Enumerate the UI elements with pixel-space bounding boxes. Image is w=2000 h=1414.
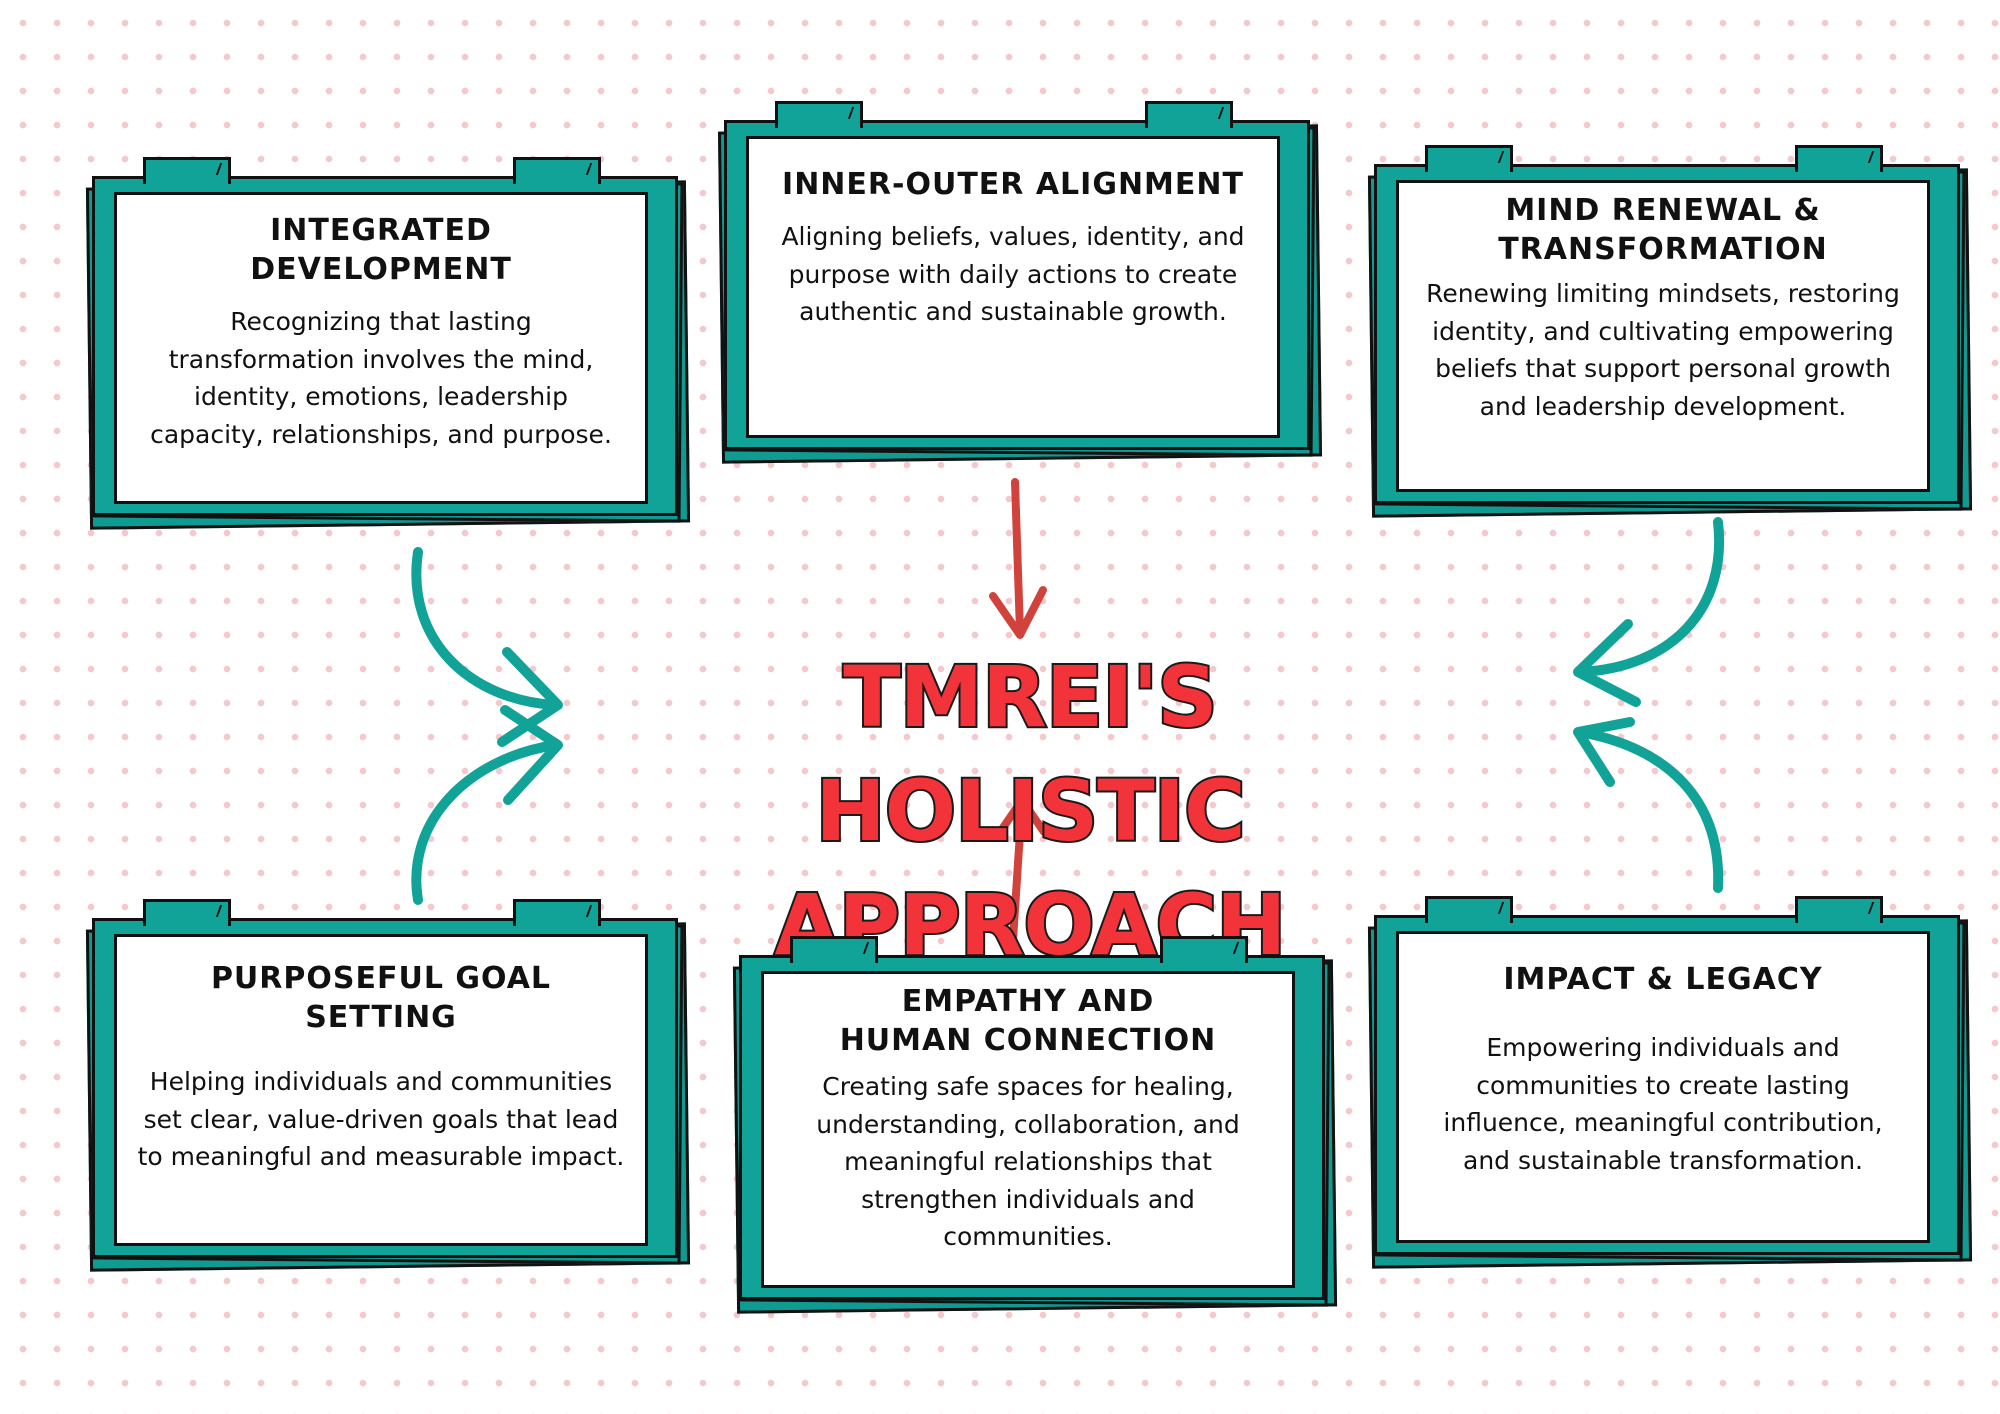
arrow-head-empathy-connection: [994, 796, 1048, 839]
arrow-head-impact-legacy: [1573, 717, 1635, 787]
folder-tab: [1425, 896, 1513, 923]
arrow-head-integrated-development: [497, 647, 563, 747]
card-title: MIND RENEWAL & TRANSFORMATION: [1498, 193, 1828, 267]
card-body: Creating safe spaces for healing, unders…: [816, 1072, 1240, 1251]
arrow-mind-renewal: [1575, 517, 1725, 677]
card-body: Recognizing that lasting transformation …: [150, 307, 612, 449]
card-title: INTEGRATED DEVELOPMENT: [250, 213, 512, 287]
card-body: Empowering individuals and communities t…: [1443, 1033, 1883, 1175]
folder-tab: [775, 101, 863, 128]
card-body: Renewing limiting mindsets, restoring id…: [1426, 279, 1900, 421]
folder-tab: [1425, 145, 1513, 172]
folder-tab: [1795, 896, 1883, 923]
card-integrated-development: INTEGRATED DEVELOPMENT Recognizing that …: [85, 157, 691, 530]
card-impact-legacy: IMPACT & LEGACY Empowering individuals a…: [1367, 896, 1973, 1269]
folder-tab: [1160, 936, 1248, 963]
card-title: IMPACT & LEGACY: [1503, 962, 1823, 997]
arrow-empathy-connection: [1008, 798, 1026, 959]
arrow-inner-outer-alignment: [1011, 478, 1024, 636]
folder-tab: [1145, 101, 1233, 128]
arrow-integrated-development: [411, 547, 560, 710]
folder-tab: [143, 157, 231, 184]
folder-tab: [513, 899, 601, 926]
folder-tab: [1795, 145, 1883, 172]
arrow-head-inner-outer-alignment: [989, 586, 1047, 639]
folder-tab: [143, 899, 231, 926]
arrow-impact-legacy: [1575, 727, 1724, 893]
card-title: PURPOSEFUL GOAL SETTING: [210, 961, 552, 1035]
center-title: TMREI'S HOLISTIC APPROACH: [620, 640, 1440, 982]
arrow-head-mind-renewal: [1573, 619, 1641, 707]
card-mind-renewal: MIND RENEWAL & TRANSFORMATION Renewing l…: [1367, 145, 1973, 518]
center-title-line1: TMREI'S HOLISTIC: [813, 646, 1247, 862]
folder-tab: [790, 936, 878, 963]
card-body: Helping individuals and communities set …: [137, 1067, 625, 1171]
arrow-purposeful-goal-setting: [411, 740, 560, 905]
arrow-head-purposeful-goal-setting: [500, 705, 563, 805]
card-purposeful-goal-setting: PURPOSEFUL GOAL SETTING Helping individu…: [85, 899, 691, 1272]
folder-tab: [513, 157, 601, 184]
card-title: INNER-OUTER ALIGNMENT: [782, 167, 1244, 202]
card-title: EMPATHY AND HUMAN CONNECTION: [839, 984, 1217, 1058]
card-inner-outer-alignment: INNER-OUTER ALIGNMENT Aligning beliefs, …: [717, 101, 1323, 464]
card-body: Aligning beliefs, values, identity, and …: [781, 222, 1245, 326]
card-empathy-connection: EMPATHY AND HUMAN CONNECTION Creating sa…: [732, 936, 1338, 1314]
